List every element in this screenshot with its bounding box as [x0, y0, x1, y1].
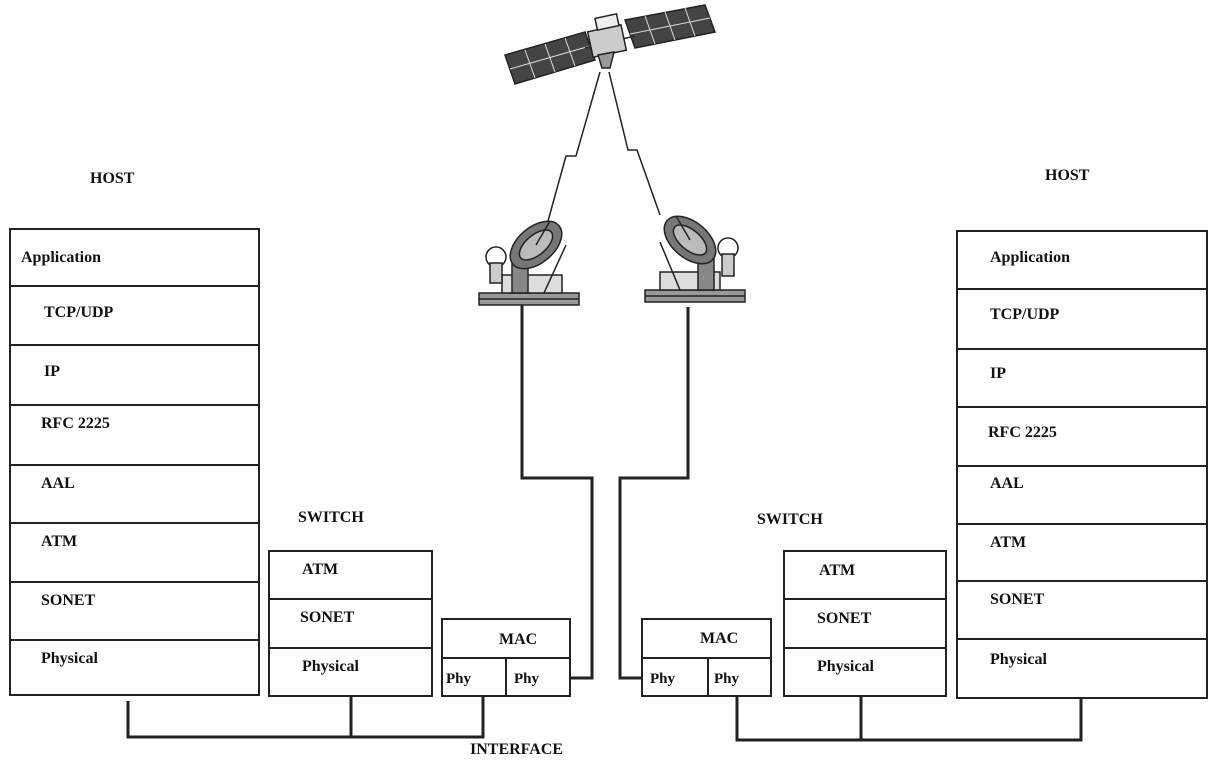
layer-application: Application [9, 228, 260, 287]
layer-atm: ATM [783, 550, 947, 600]
interface-label: INTERFACE [470, 741, 564, 758]
layer-ip: IP [956, 348, 1208, 408]
layer-atm: ATM [9, 522, 260, 583]
layer-physical: Physical [956, 638, 1208, 699]
mac-layer: MAC [641, 618, 772, 659]
interface-bus-left [126, 697, 485, 739]
layer-sonet: SONET [268, 598, 433, 649]
layer-application: Application [956, 230, 1208, 290]
phy-port-b: Phy [505, 657, 571, 697]
mac-layer: MAC [441, 618, 571, 659]
radio-link-left [547, 71, 601, 222]
layer-ip: IP [9, 344, 260, 406]
phy-port-a: Phy [641, 657, 709, 697]
layer-physical: Physical [783, 647, 947, 697]
link-mac-left-to-dish [520, 305, 594, 680]
link-mac-right-to-dish [618, 307, 690, 680]
layer-rfc-2225: RFC 2225 [9, 404, 260, 466]
layer-tcp-udp: TCP/UDP [956, 288, 1208, 350]
radio-link-right [608, 71, 661, 216]
phy-port-b: Phy [707, 657, 772, 697]
host-right-title: HOST [1045, 167, 1090, 184]
layer-atm: ATM [956, 523, 1208, 582]
layer-tcp-udp: TCP/UDP [9, 285, 260, 346]
satellite-icon [504, 4, 717, 85]
host-left-title: HOST [90, 170, 135, 187]
layer-sonet: SONET [956, 580, 1208, 640]
interface-bus-right [735, 697, 1083, 742]
switch-left-title: SWITCH [298, 509, 364, 526]
switch-right-title: SWITCH [757, 511, 823, 528]
layer-aal: AAL [9, 464, 260, 524]
satellite-dish-icon [644, 215, 746, 303]
satellite-dish-icon [478, 220, 580, 306]
phy-port-a: Phy [441, 657, 507, 697]
layer-aal: AAL [956, 465, 1208, 525]
layer-physical: Physical [268, 647, 433, 697]
layer-physical: Physical [9, 639, 260, 696]
layer-atm: ATM [268, 550, 433, 600]
layer-sonet: SONET [783, 598, 947, 649]
layer-rfc-2225: RFC 2225 [956, 406, 1208, 467]
layer-sonet: SONET [9, 581, 260, 641]
